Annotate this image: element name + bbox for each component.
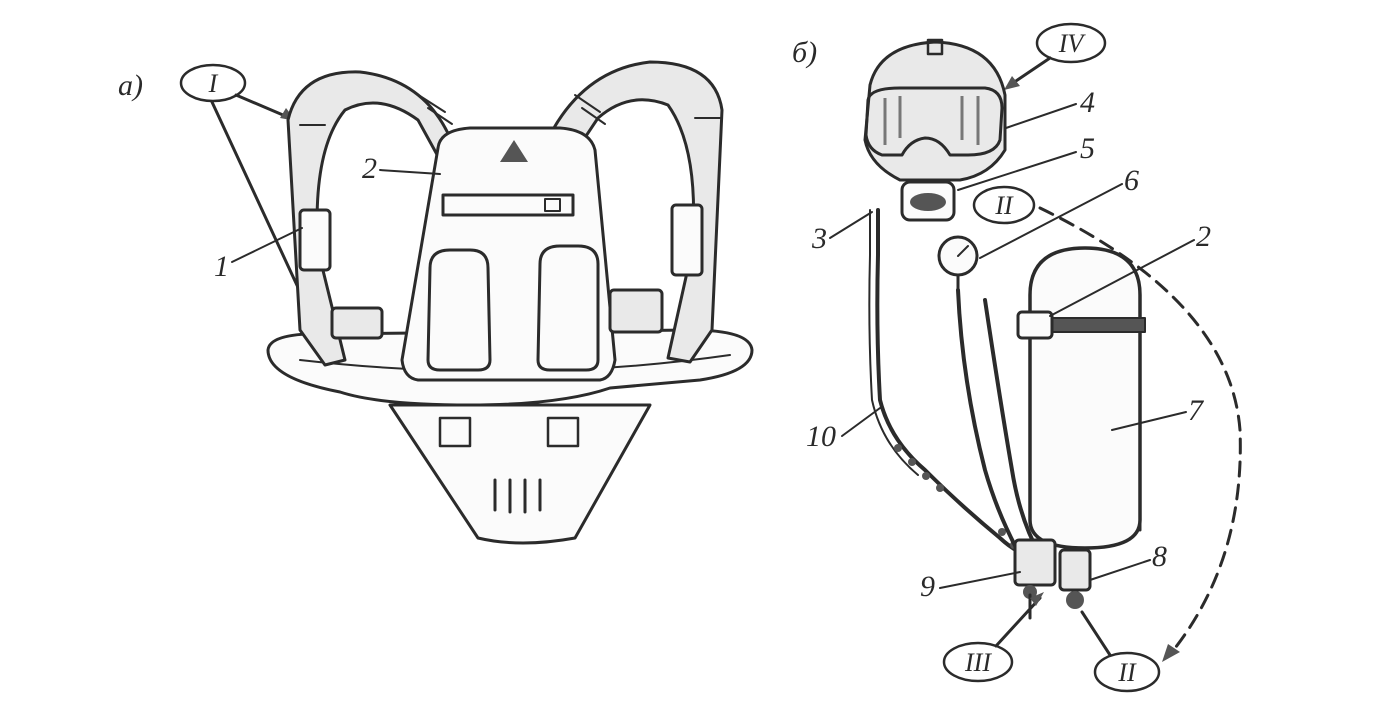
label-1: 1: [214, 250, 229, 283]
callout-I-arrow-1: [234, 93, 292, 120]
panel-b-label: б): [792, 36, 817, 69]
label-7: 7: [1188, 394, 1205, 427]
label-3: 3: [811, 222, 827, 255]
label-4: 4: [1080, 86, 1095, 119]
back-plate-window-right: [536, 244, 600, 372]
panel-a: а) I: [118, 60, 754, 545]
callout-I-label: I: [208, 69, 219, 98]
back-plate: [400, 126, 617, 382]
hose-couplings: [894, 444, 1018, 549]
dashed-link-arc: [1038, 206, 1242, 654]
right-strap-buckle: [670, 203, 704, 277]
belt-buckle-left: [330, 306, 384, 340]
pressure-gauge: [937, 235, 979, 292]
label-2-panel-a: 2: [362, 152, 377, 185]
callout-II-top-label: II: [994, 191, 1014, 220]
label-9: 9: [920, 570, 935, 603]
callout-II-bottom: II: [1080, 610, 1161, 693]
callout-II-top: II: [972, 185, 1036, 225]
back-plate-slot: [441, 193, 575, 217]
cylinder-strap: [1047, 317, 1146, 333]
label-5: 5: [1080, 132, 1095, 165]
label-6: 6: [1124, 164, 1139, 197]
lower-frame: [388, 403, 652, 545]
gauge-hose: [956, 288, 1022, 557]
left-shoulder-strap: [286, 70, 457, 367]
label-10: 10: [806, 420, 836, 453]
face-mask: [863, 38, 1007, 222]
callout-III: III: [942, 592, 1044, 683]
callout-IV-label: IV: [1058, 29, 1087, 58]
mask-visor: [864, 86, 1004, 157]
callout-III-label: III: [964, 648, 992, 677]
air-cylinder: [1028, 246, 1142, 550]
belt-buckle-right: [608, 288, 664, 334]
callout-II-bottom-label: II: [1117, 658, 1137, 687]
dashed-link-arrowhead: [1162, 644, 1180, 662]
label-8: 8: [1152, 540, 1167, 573]
callout-IV: IV: [1004, 22, 1107, 90]
panel-a-label: а): [118, 69, 143, 102]
right-shoulder-strap: [543, 60, 724, 364]
left-strap-buckle: [298, 208, 332, 272]
back-plate-triangle: [500, 140, 528, 162]
back-plate-window-left: [426, 248, 492, 372]
reducer-valve-block: [1013, 538, 1092, 620]
label-2-panel-b: 2: [1196, 220, 1211, 253]
panel-b: б) IV 4 5 3: [792, 22, 1242, 693]
